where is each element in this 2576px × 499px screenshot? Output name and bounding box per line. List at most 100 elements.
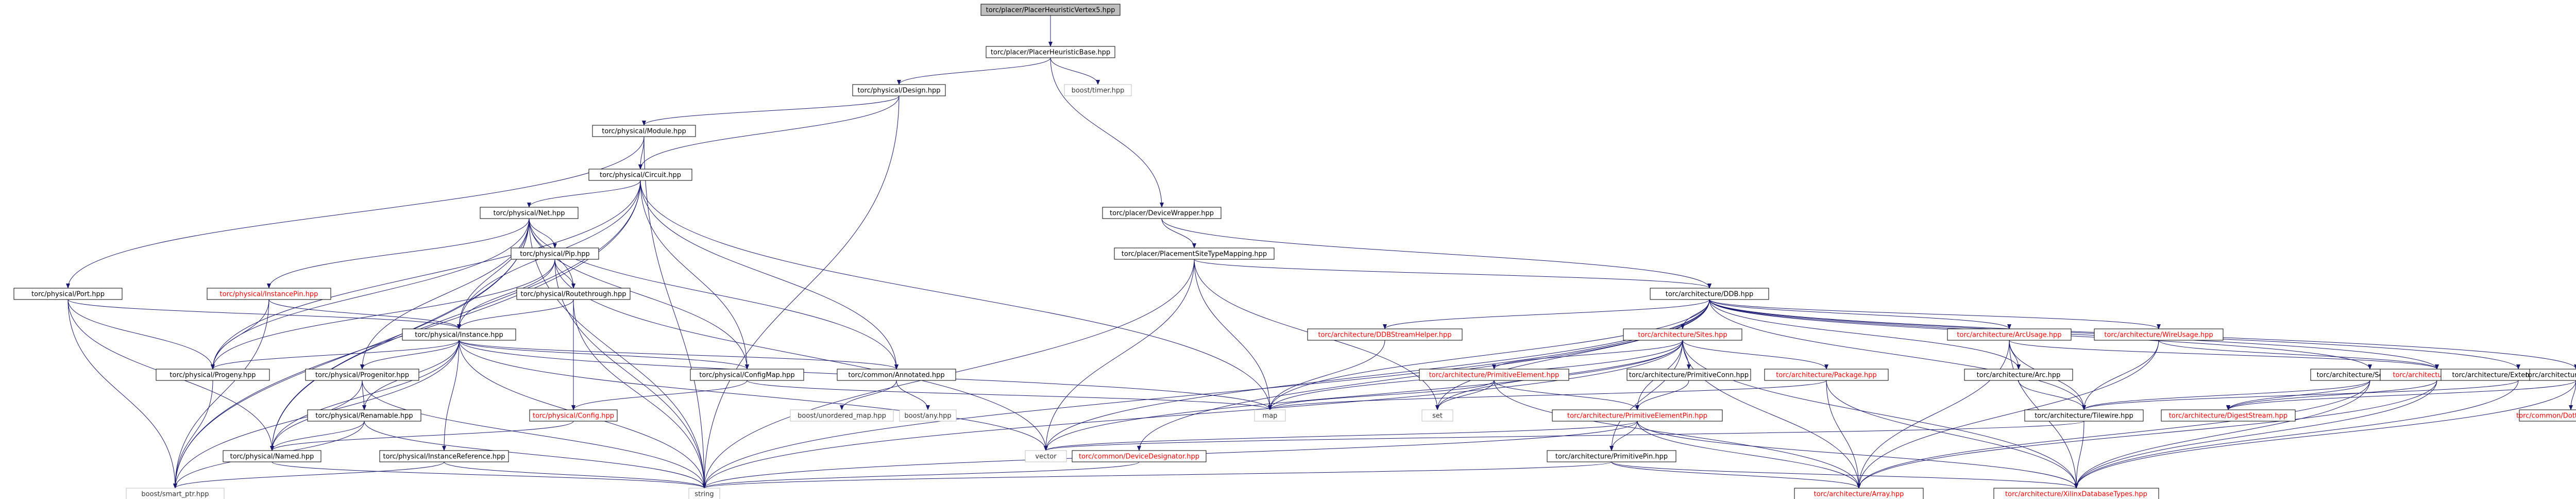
edge-torc-architecture-ddb-hpp-to-vector (1044, 299, 1710, 451)
node-label: torc/physical/Module.hpp (602, 128, 686, 136)
node-torc-physical-configmap-hpp[interactable]: torc/physical/ConfigMap.hpp (690, 369, 804, 381)
node-torc-architecture-primitivepin-hpp[interactable]: torc/architecture/PrimitivePin.hpp (1547, 450, 1676, 462)
node-torc-architecture-digeststream-hpp[interactable]: torc/architecture/DigestStream.hpp (2161, 409, 2296, 422)
node-label: torc/placer/PlacementSiteTypeMapping.hpp (1122, 251, 1267, 258)
node-torc-architecture-arc-hpp[interactable]: torc/architecture/Arc.hpp (1964, 369, 2073, 381)
node-torc-physical-progenitor-hpp[interactable]: torc/physical/Progenitor.hpp (305, 369, 419, 381)
node-torc-physical-design-hpp[interactable]: torc/physical/Design.hpp (852, 84, 946, 96)
edge-torc-physical-pip-hpp-to-torc-physical-instance-hpp (457, 259, 555, 329)
node-torc-architecture-tilewire-hpp[interactable]: torc/architecture/Tilewire.hpp (2024, 409, 2144, 422)
node-label: torc/common/DottedVersion.hpp (2516, 412, 2576, 420)
edge-torc-physical-net-hpp-to-torc-physical-configmap-hpp (529, 218, 749, 370)
node-torc-architecture-sites-hpp[interactable]: torc/architecture/Sites.hpp (1623, 328, 1742, 341)
edge-torc-physical-circuit-hpp-to-map (640, 180, 1272, 410)
node-torc-physical-circuit-hpp[interactable]: torc/physical/Circuit.hpp (588, 169, 692, 181)
edge-torc-placer-devicewrapper-hpp-to-torc-placer-placementsitetypemapping-hpp (1161, 218, 1196, 248)
edge-torc-physical-progenitor-hpp-to-torc-physical-renamable-hpp (362, 380, 366, 410)
edge-torc-physical-design-hpp-to-string (702, 95, 900, 489)
node-torc-physical-pip-hpp[interactable]: torc/physical/Pip.hpp (511, 247, 599, 260)
edge-torc-architecture-sites-hpp-to-torc-architecture-primitiveelement-hpp (1492, 340, 1683, 370)
node-label: torc/architecture/PrimitiveConn.hpp (1629, 372, 1749, 379)
edge-torc-physical-port-hpp-to-boost-smart-ptr-hpp (67, 299, 177, 489)
node-torc-architecture-arcusage-hpp[interactable]: torc/architecture/ArcUsage.hpp (1947, 328, 2072, 341)
edge-torc-architecture-primitivepin-hpp-to-torc-architecture-array-hpp (1611, 461, 1861, 489)
node-box (1307, 328, 1463, 341)
node-torc-physical-instance-hpp[interactable]: torc/physical/Instance.hpp (402, 328, 516, 341)
node-label: torc/physical/Config.hpp (533, 412, 614, 420)
node-box (305, 369, 419, 381)
node-string: string (688, 488, 720, 499)
edge-torc-physical-module-hpp-to-string (643, 136, 706, 489)
edge-torc-architecture-primitiveelement-hpp-to-torc-architecture-primitiveelementpin-hpp (1494, 380, 1639, 410)
node-torc-architecture-primitiveelement-hpp[interactable]: torc/architecture/PrimitiveElement.hpp (1419, 369, 1569, 381)
node-box (13, 288, 123, 300)
node-torc-physical-progeny-hpp[interactable]: torc/physical/Progeny.hpp (156, 369, 270, 381)
node-torc-physical-renamable-hpp[interactable]: torc/physical/Renamable.hpp (307, 409, 421, 422)
edge-torc-physical-circuit-hpp-to-torc-physical-net-hpp (527, 180, 641, 208)
node-box (980, 4, 1121, 16)
edge-torc-physical-circuit-hpp-to-torc-physical-progeny-hpp (211, 180, 641, 370)
edge-torc-physical-module-hpp-to-torc-physical-port-hpp (66, 136, 645, 289)
node-torc-physical-named-hpp[interactable]: torc/physical/Named.hpp (223, 450, 321, 462)
node-label: boost/unordered_map.hpp (798, 412, 886, 420)
node-box (1419, 369, 1569, 381)
node-torc-physical-routethrough-hpp[interactable]: torc/physical/Routethrough.hpp (516, 288, 631, 300)
node-label: torc/architecture/WireUsage.hpp (2104, 331, 2213, 339)
node-torc-placer-devicewrapper-hpp[interactable]: torc/placer/DeviceWrapper.hpp (1102, 207, 1222, 219)
node-torc-architecture-primitiveconn-hpp[interactable]: torc/architecture/PrimitiveConn.hpp (1626, 369, 1751, 381)
edge-torc-physical-renamable-hpp-to-torc-physical-named-hpp (270, 421, 365, 451)
node-box (899, 409, 957, 422)
edge-torc-physical-renamable-hpp-to-string (364, 421, 706, 489)
edge-torc-architecture-ddb-hpp-to-torc-architecture-ddbstreamhelper-hpp (1383, 299, 1710, 329)
edge-torc-physical-net-hpp-to-torc-common-annotated-hpp (529, 218, 899, 370)
node-torc-architecture-ddbstreamhelper-hpp[interactable]: torc/architecture/DDBStreamHelper.hpp (1307, 328, 1463, 341)
node-torc-physical-instancereference-hpp[interactable]: torc/physical/InstanceReference.hpp (379, 450, 509, 462)
edge-torc-placer-devicewrapper-hpp-to-torc-architecture-ddb-hpp (1161, 218, 1711, 289)
edge-torc-architecture-wireusage-hpp-to-torc-architecture-array-hpp (1857, 340, 2159, 489)
node-box (1993, 488, 2159, 499)
node-torc-placer-placerheuristicbase-hpp[interactable]: torc/placer/PlacerHeuristicBase.hpp (986, 46, 1115, 58)
node-label: torc/physical/Circuit.hpp (600, 172, 681, 179)
edge-torc-architecture-package-hpp-to-torc-architecture-array-hpp (1826, 380, 1861, 489)
node-torc-common-dottedversion-hpp[interactable]: torc/common/DottedVersion.hpp (2516, 409, 2576, 422)
node-label: boost/timer.hpp (1072, 87, 1125, 95)
node-label: torc/architecture/Array.hpp (1814, 491, 1904, 498)
node-box (307, 409, 421, 422)
node-torc-physical-port-hpp[interactable]: torc/physical/Port.hpp (13, 288, 123, 300)
node-torc-placer-placerheuristicvertex5-hpp[interactable]: torc/placer/PlacerHeuristicVertex5.hpp (980, 4, 1121, 16)
node-torc-common-devicedesignator-hpp[interactable]: torc/common/DeviceDesignator.hpp (1072, 450, 1207, 462)
node-torc-architecture-array-hpp[interactable]: torc/architecture/Array.hpp (1794, 488, 1924, 499)
edge-torc-architecture-sites-hpp-to-torc-architecture-package-hpp (1682, 340, 1828, 370)
node-torc-architecture-versions-hpp[interactable]: torc/architecture/Versions.hpp (2526, 369, 2576, 381)
node-label: torc/physical/Progeny.hpp (170, 372, 256, 379)
node-torc-architecture-ddb-hpp[interactable]: torc/architecture/DDB.hpp (1650, 288, 1769, 300)
node-torc-architecture-wireusage-hpp[interactable]: torc/architecture/WireUsage.hpp (2094, 328, 2224, 341)
node-torc-placer-placementsitetypemapping-hpp[interactable]: torc/placer/PlacementSiteTypeMapping.hpp (1114, 247, 1275, 260)
node-torc-architecture-primitiveelementpin-hpp[interactable]: torc/architecture/PrimitiveElementPin.hp… (1552, 409, 1723, 422)
node-box (2094, 328, 2224, 341)
node-label: torc/placer/DeviceWrapper.hpp (1110, 210, 1214, 218)
node-box (588, 169, 692, 181)
node-torc-physical-net-hpp[interactable]: torc/physical/Net.hpp (480, 207, 579, 219)
node-torc-physical-config-hpp[interactable]: torc/physical/Config.hpp (529, 409, 618, 422)
node-torc-architecture-xilinxdatabasetypes-hpp[interactable]: torc/architecture/XilinxDatabaseTypes.hp… (1993, 488, 2159, 499)
node-box (852, 84, 946, 96)
node-box (1102, 207, 1222, 219)
node-label: string (694, 491, 714, 498)
node-torc-physical-instancepin-hpp[interactable]: torc/physical/InstancePin.hpp (207, 288, 331, 300)
node-torc-architecture-package-hpp[interactable]: torc/architecture/Package.hpp (1764, 369, 1889, 381)
node-label: torc/physical/Design.hpp (857, 87, 940, 95)
node-torc-common-annotated-hpp[interactable]: torc/common/Annotated.hpp (837, 369, 956, 381)
edge-torc-architecture-versions-hpp-to-torc-architecture-digeststream-hpp (2226, 380, 2576, 410)
node-box (1547, 450, 1676, 462)
node-label: torc/architecture/Sites.hpp (1638, 331, 1727, 339)
edge-torc-architecture-ddbstreamhelper-hpp-to-map (1268, 340, 1385, 410)
node-box (592, 125, 696, 137)
edge-torc-physical-circuit-hpp-to-torc-physical-named-hpp (270, 180, 641, 451)
edge-torc-architecture-segments-hpp-to-torc-architecture-array-hpp (1857, 380, 2370, 489)
node-torc-physical-module-hpp[interactable]: torc/physical/Module.hpp (592, 125, 696, 137)
edge-torc-placer-placerheuristicbase-hpp-to-torc-physical-design-hpp (897, 57, 1051, 85)
edge-torc-physical-config-hpp-to-torc-physical-named-hpp (270, 421, 574, 451)
node-box (223, 450, 321, 462)
edge-torc-placer-placerheuristicbase-hpp-to-boost-timer-hpp (1050, 57, 1100, 85)
